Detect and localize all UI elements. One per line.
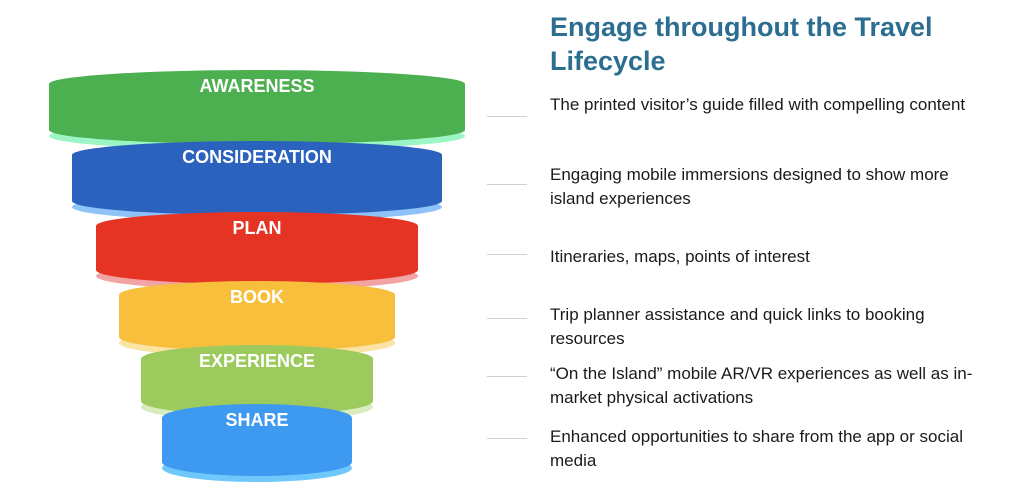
funnel-band-book xyxy=(119,281,395,351)
funnel-label-consideration: CONSIDERATION xyxy=(182,147,332,167)
funnel-label-awareness: AWARENESS xyxy=(199,76,314,96)
funnel-band-awareness xyxy=(49,70,465,144)
description-consideration: Engaging mobile immersions designed to s… xyxy=(550,165,949,208)
connector-line-experience xyxy=(487,376,527,377)
funnel-label-experience: EXPERIENCE xyxy=(199,351,315,371)
funnel-stage-plan: PLAN xyxy=(96,212,418,290)
connector-line-share xyxy=(487,438,527,439)
connector-line-plan xyxy=(487,254,527,255)
travel-funnel-diagram: AWARENESS CONSIDERATION PLAN BOOK EXPERIENCE… xyxy=(49,70,465,482)
funnel-band-plan xyxy=(96,212,418,284)
funnel-band-share xyxy=(162,404,352,476)
connector-line-awareness xyxy=(487,116,527,117)
description-experience: “On the Island” mobile AR/VR experiences… xyxy=(550,364,973,407)
description-share: Enhanced opportunities to share from the… xyxy=(550,427,963,470)
funnel-label-book: BOOK xyxy=(230,287,284,307)
funnel-label-share: SHARE xyxy=(225,410,288,430)
description-book: Trip planner assistance and quick links … xyxy=(550,305,925,348)
funnel-stage-share: SHARE xyxy=(162,404,352,482)
connector-line-book xyxy=(487,318,527,319)
funnel-stage-consideration: CONSIDERATION xyxy=(72,141,442,221)
page-title: Engage throughout the Travel Lifecycle xyxy=(550,12,933,76)
connector-line-consideration xyxy=(487,184,527,185)
funnel-label-plan: PLAN xyxy=(233,218,282,238)
funnel-band-experience xyxy=(141,345,373,415)
description-awareness: The printed visitor’s guide filled with … xyxy=(550,95,966,114)
description-plan: Itineraries, maps, points of interest xyxy=(550,247,810,266)
funnel-stage-awareness: AWARENESS xyxy=(49,70,465,150)
funnel-band-consideration xyxy=(72,141,442,215)
